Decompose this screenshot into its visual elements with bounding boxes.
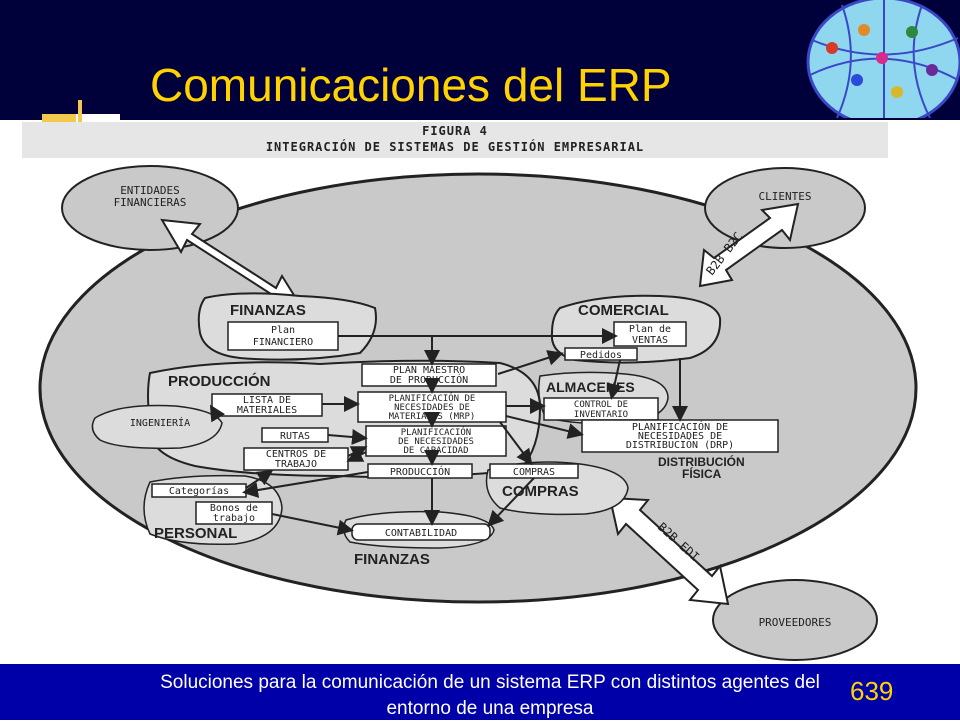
connector-capacidad-centros	[346, 447, 367, 462]
centros-trabajo-label-1: CENTROS DE	[266, 449, 326, 460]
suppliers-node	[712, 579, 878, 661]
finanzas-title: FINANZAS	[230, 302, 306, 319]
capacidad-label-3: DE CAPACIDAD	[403, 446, 468, 456]
bonos-trabajo-box	[195, 501, 273, 525]
distribucion-title-2: FÍSICA	[682, 466, 722, 481]
lista-materiales-label-1: LISTA DE	[243, 395, 291, 406]
slide-title: Comunicaciones del ERP	[150, 59, 672, 111]
plan-maestro-label-2: DE PRODUCCIÓN	[390, 373, 468, 386]
plan-ventas-label-2: VENTAS	[632, 335, 668, 346]
contabilidad-label: CONTABILIDAD	[385, 528, 457, 539]
drp-label-1: PLANIFICACIÓN DE	[632, 420, 728, 433]
mrp-label-2: NECESIDADES DE	[394, 403, 470, 413]
clients-double-arrow	[698, 202, 800, 288]
distribucion-title-1: DISTRIBUCIÓN	[658, 454, 745, 469]
lista-materiales-label-2: MATERIALES	[237, 405, 297, 416]
produccion-title: PRODUCCIÓN	[168, 372, 271, 390]
finanzas-bottom-title: FINANZAS	[354, 551, 430, 568]
network-globe-icon	[806, 0, 960, 118]
drp-label-2: NECESIDADES DE	[638, 431, 722, 442]
control-inventario-label-1: CONTROL DE	[574, 400, 628, 410]
plan-ventas-label-1: Plan de	[629, 324, 671, 335]
mrp-label-1: PLANIFICACIÓN DE	[389, 392, 476, 404]
centros-trabajo-label-2: TRABAJO	[275, 459, 317, 470]
rutas-label: RUTAS	[280, 431, 310, 442]
connector-ingenieria-lista	[209, 404, 226, 423]
produccion-box-label: PRODUCCIÓN	[390, 465, 450, 478]
ingenieria-area	[91, 404, 223, 450]
almacenes-title: ALMACENES	[546, 379, 635, 395]
connector-comercial-almacenes	[606, 359, 623, 400]
connector-plan-maestro-comercial	[497, 350, 564, 375]
ingenieria-label: INGENIERÍA	[130, 416, 190, 429]
slide-header-bar	[0, 0, 960, 120]
plan-financiero-label-1: Plan	[271, 325, 295, 336]
financial-entities-label-1: ENTIDADES	[120, 184, 180, 197]
page-number: 639	[850, 676, 894, 706]
connector-produccion-personal	[242, 471, 369, 498]
connector-mrp-compras	[499, 421, 533, 466]
slide-footer: Soluciones para la comunicación de un si…	[0, 664, 960, 720]
plan-financiero-label-2: FINANCIERO	[253, 337, 313, 348]
plan-ventas-box	[613, 321, 687, 347]
clients-label: CLIENTES	[759, 190, 812, 203]
suppliers-label: PROVEEDORES	[759, 616, 832, 629]
mrp-label-3: MATERIALES (MRP)	[389, 412, 476, 422]
erp-integration-diagram: ENTIDADES FINANCIERAS CLIENTES PROVEEDOR…	[38, 165, 918, 661]
pedidos-box	[564, 347, 638, 361]
comercial-title: COMERCIAL	[578, 302, 669, 319]
pedidos-label: Pedidos	[580, 350, 622, 361]
control-inventario-label-2: INVENTARIO	[574, 410, 628, 420]
connector-rutas-capacidad	[327, 429, 368, 445]
plan-maestro-label-1: PLAN MAESTRO	[393, 365, 465, 376]
compras-title: COMPRAS	[502, 483, 579, 500]
suppliers-double-arrow	[608, 496, 730, 606]
capacidad-label-2: DE NECESIDADES	[398, 437, 474, 447]
capacidad-label-1: PLANIFICACIÓN	[401, 426, 471, 438]
categorias-label: Categorías	[169, 485, 229, 497]
produccion-box	[367, 463, 473, 479]
figure-title: INTEGRACIÓN DE SISTEMAS DE GESTIÓN EMPRE…	[265, 140, 645, 154]
figure-header: FIGURA 4 INTEGRACIÓN DE SISTEMAS DE GEST…	[22, 122, 888, 158]
drp-box	[581, 419, 779, 453]
connector-bonos-contabilidad	[271, 513, 354, 536]
plan-financiero-box	[227, 321, 339, 351]
bonos-trabajo-label-1: Bonos de	[210, 503, 258, 514]
connector-compras-contabilidad	[487, 477, 535, 527]
personal-title: PERSONAL	[154, 525, 237, 542]
figure-number: FIGURA 4	[422, 124, 488, 138]
bonos-trabajo-label-2: trabajo	[213, 513, 255, 524]
slide-caption: Soluciones para la comunicación de un si…	[160, 672, 820, 719]
compras-box-label: COMPRAS	[513, 467, 555, 478]
drp-label-3: DISTRIBUCIÓN (DRP)	[626, 438, 734, 451]
financial-entities-label-2: FINANCIERAS	[114, 196, 187, 209]
connector-mrp-drp	[505, 415, 584, 439]
